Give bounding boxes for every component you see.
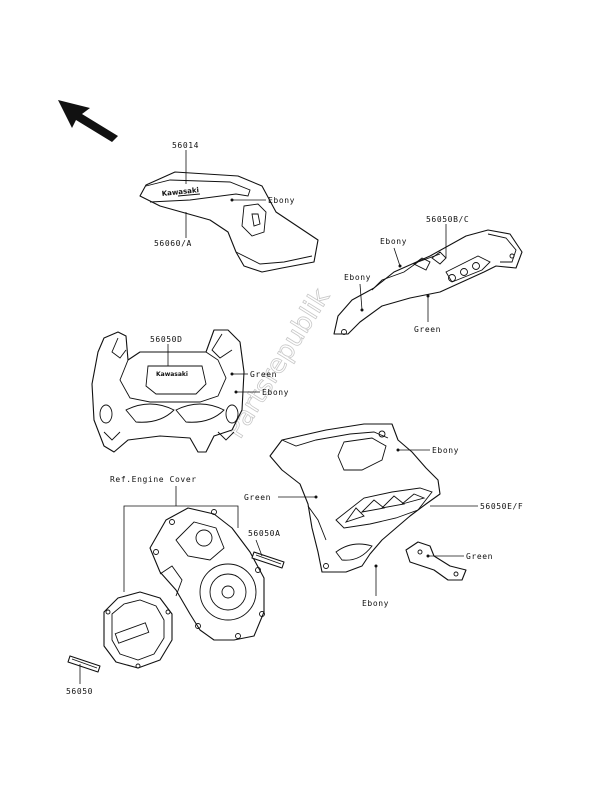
tail-cowl-part	[333, 229, 523, 335]
label-56050: 56050	[66, 687, 93, 696]
label-56050bc: 56050B/C	[426, 215, 469, 224]
cowl-logo-text: Kawasaki	[156, 371, 188, 378]
label-ebony-tail-left: Ebony	[344, 273, 371, 282]
direction-arrow-icon	[58, 100, 118, 142]
label-ebony-tail-top: Ebony	[380, 237, 407, 246]
label-ref-engine-cover: Ref.Engine Cover	[110, 475, 197, 484]
label-green-cowl: Green	[250, 370, 277, 379]
side-fairing-part	[269, 423, 441, 573]
label-ebony-fairing-bottom: Ebony	[362, 599, 389, 608]
decal-56050a	[251, 551, 285, 569]
label-ebony-tank: Ebony	[268, 196, 295, 205]
fairing-bracket-part	[405, 541, 467, 581]
label-green-tail: Green	[414, 325, 441, 334]
tank-cover-part: Kawasaki	[139, 171, 319, 273]
engine-cover-part	[149, 507, 265, 641]
label-green-fairing-bracket: Green	[466, 552, 493, 561]
label-56014: 56014	[172, 141, 199, 150]
leader-lines	[79, 150, 478, 684]
tank-logo-text: Kawasaki	[161, 186, 199, 198]
label-56050e: 56050E/F	[480, 502, 523, 511]
upper-cowl-part: Kawasaki	[91, 329, 245, 453]
label-ebony-fairing-top: Ebony	[432, 446, 459, 455]
clutch-cover-part	[103, 591, 173, 669]
label-56060a: 56060/A	[154, 239, 192, 248]
label-56050a: 56050A	[248, 529, 281, 538]
label-green-fairing-left: Green	[244, 493, 271, 502]
decal-56050	[67, 655, 101, 673]
label-56050d: 56050D	[150, 335, 183, 344]
label-ebony-cowl: Ebony	[262, 388, 289, 397]
